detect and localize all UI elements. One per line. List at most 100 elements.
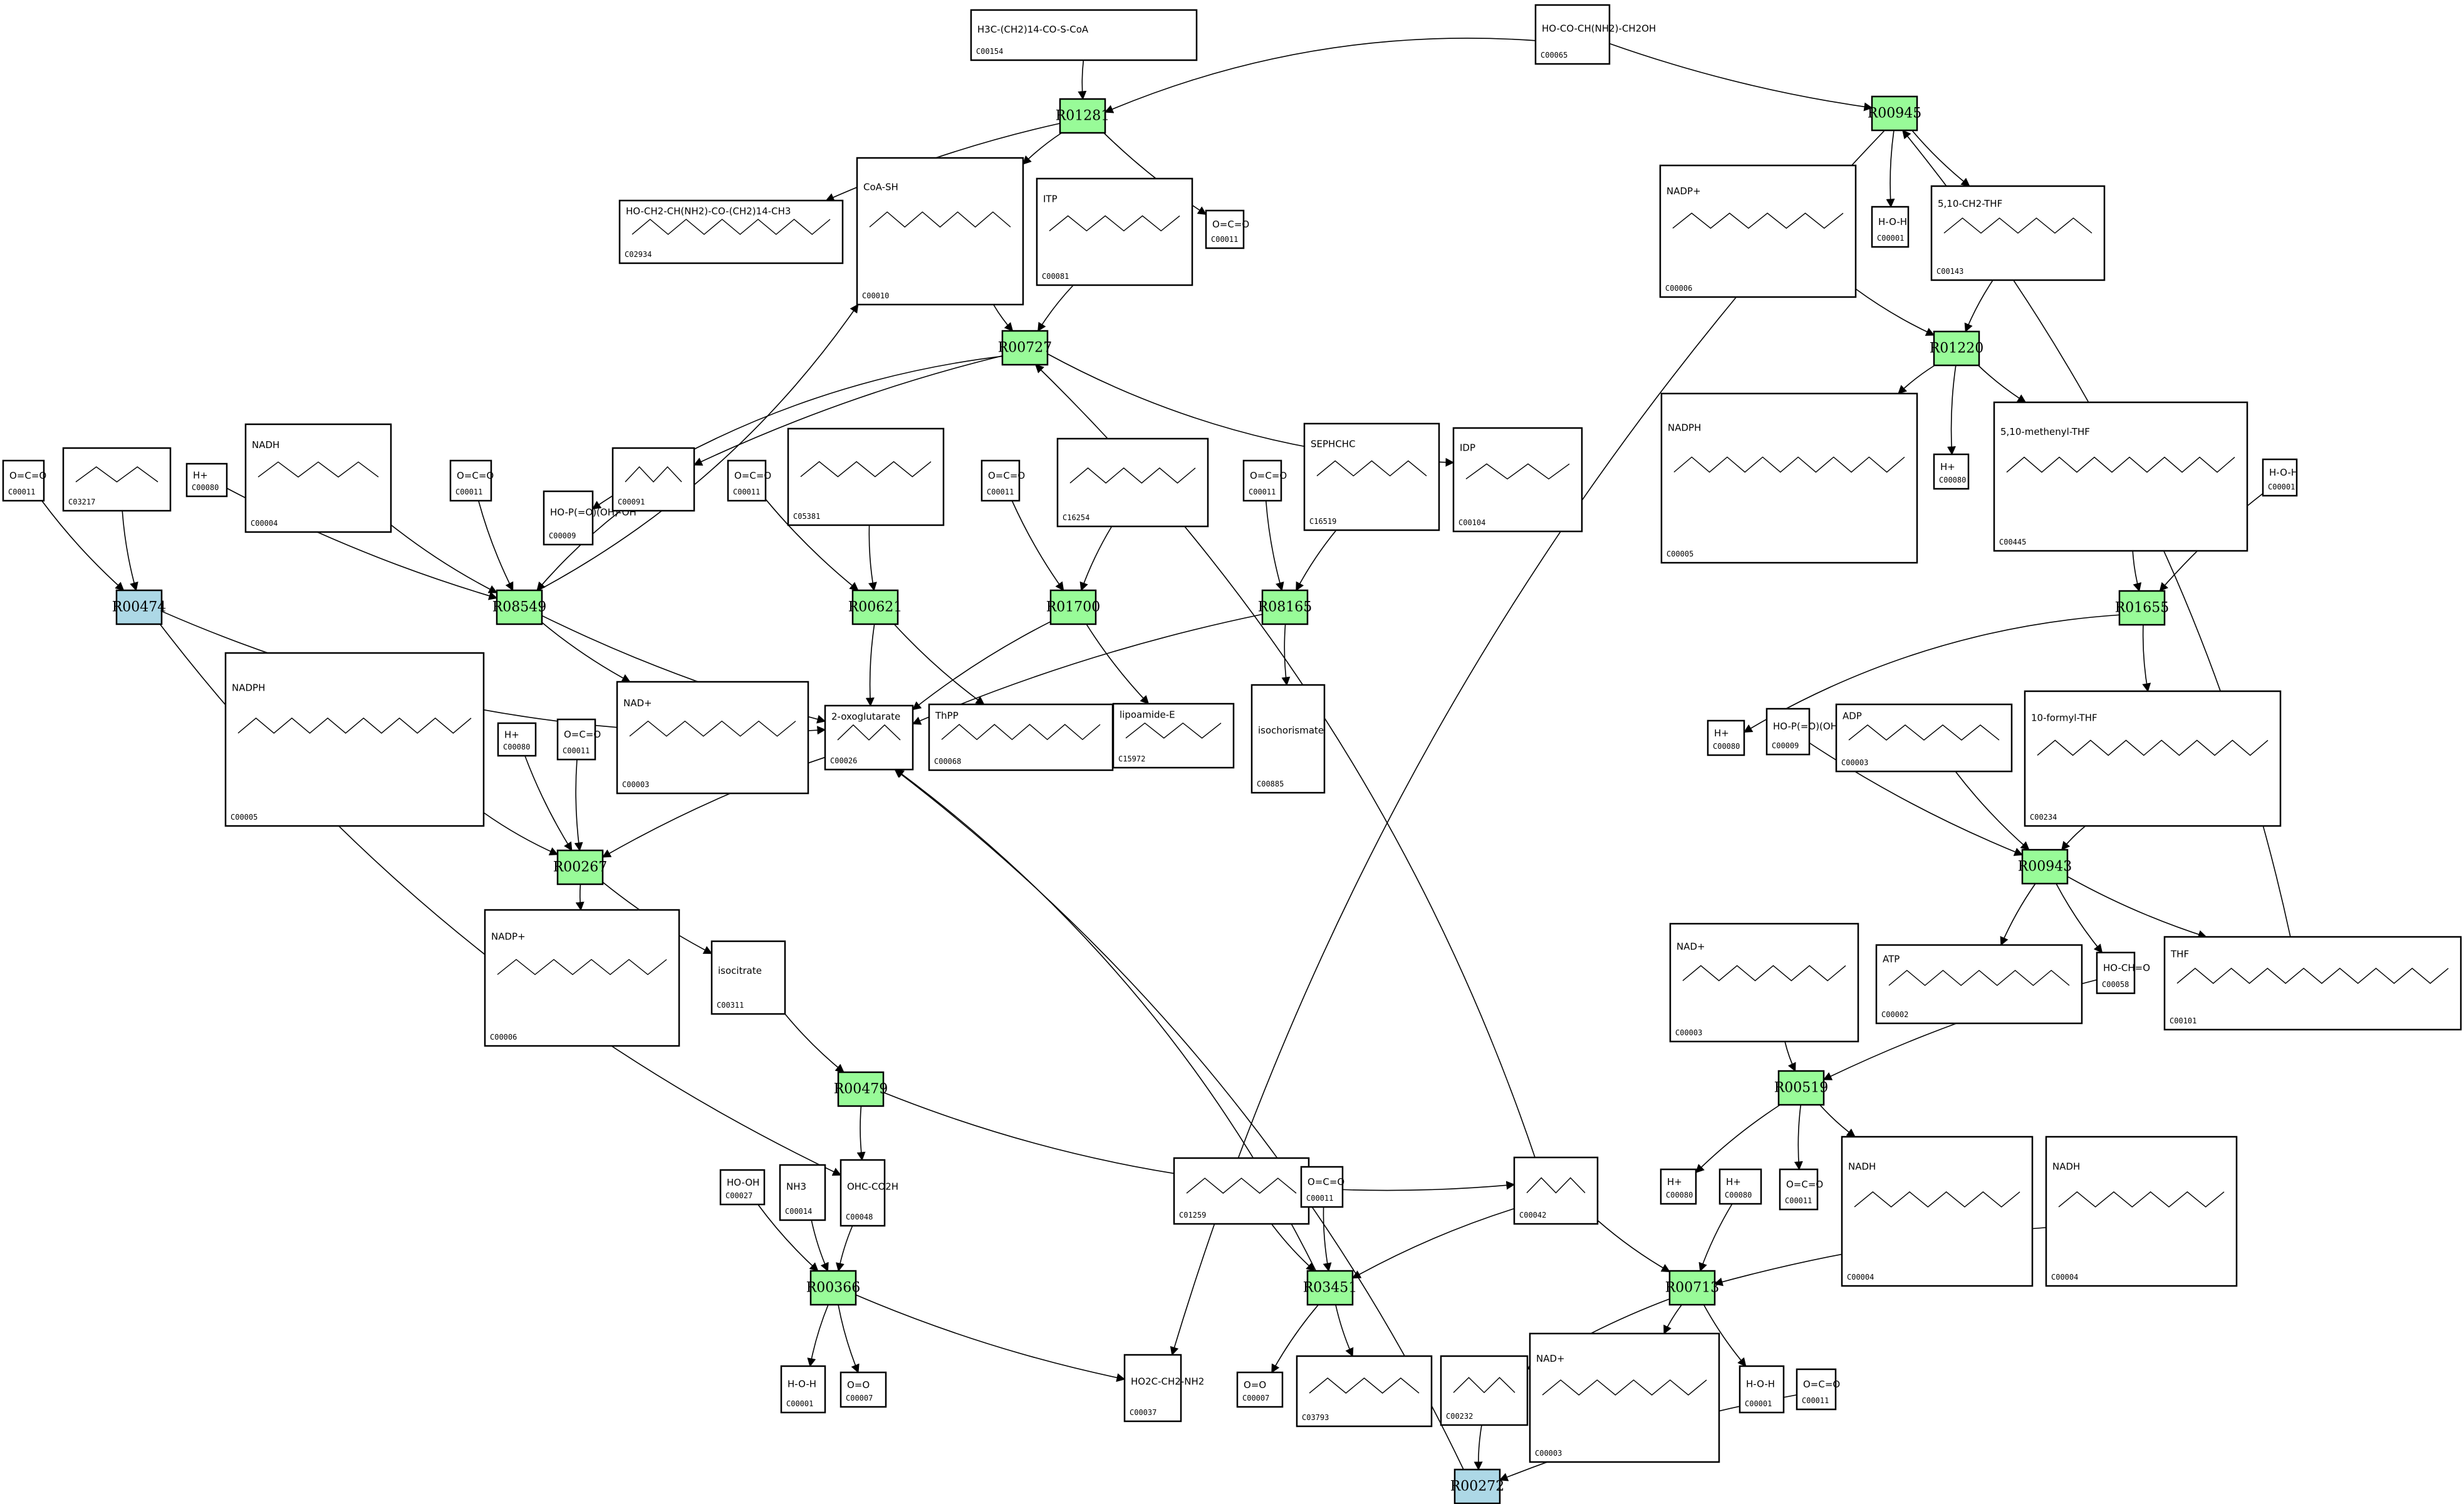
compound-id-label: C00011 — [563, 746, 590, 755]
reaction-node-r01220[interactable]: R01220 — [1930, 330, 1984, 367]
compound-node-c03217[interactable]: C03217 — [62, 447, 172, 512]
compound-formula: NADP+ — [491, 931, 526, 943]
edge-c16519-to-R08165 — [1296, 530, 1337, 592]
reaction-node-r00479[interactable]: R00479 — [834, 1071, 888, 1107]
reaction-node-r00727[interactable]: R00727 — [998, 330, 1053, 366]
reaction-node-r00272[interactable]: R00272 — [1450, 1468, 1505, 1504]
reaction-node-r08549[interactable]: R08549 — [492, 589, 547, 625]
reaction-node-r00945[interactable]: R00945 — [1868, 95, 1922, 132]
compound-node-c00080[interactable]: H+C00080 — [1718, 1168, 1762, 1205]
edge-R03451-to-c03793 — [1335, 1304, 1354, 1357]
compound-node-c03793[interactable]: C03793 — [1296, 1355, 1433, 1428]
edge-c00027-to-R00366 — [757, 1204, 819, 1272]
reaction-node-r00366[interactable]: R00366 — [806, 1270, 861, 1306]
compound-id-label: C00037 — [1130, 1408, 1157, 1417]
edge-c00011d-to-R00621 — [765, 499, 859, 591]
reaction-node-r03451[interactable]: R03451 — [1303, 1270, 1358, 1306]
structure-icon — [1069, 467, 1196, 484]
reaction-node-r00474[interactable]: R00474 — [112, 589, 167, 625]
reaction-node-r00519[interactable]: R00519 — [1774, 1070, 1829, 1106]
reaction-node-r00943[interactable]: R00943 — [2018, 849, 2072, 885]
compound-node-c00091[interactable]: C00091 — [611, 447, 695, 512]
reaction-node-r00713[interactable]: R00713 — [1665, 1270, 1720, 1306]
compound-node-c16254[interactable]: C16254 — [1056, 437, 1209, 528]
compound-formula: H+ — [193, 469, 208, 481]
reaction-node-r01700[interactable]: R01700 — [1046, 589, 1101, 625]
compound-node-c00006[interactable]: NADP+C00006 — [1659, 164, 1857, 298]
reaction-node-r00267[interactable]: R00267 — [553, 849, 608, 885]
edge-c00042-to-R00713 — [1597, 1219, 1671, 1273]
reaction-node-r00621[interactable]: R00621 — [848, 589, 903, 625]
compound-id-label: C00080 — [1713, 742, 1740, 751]
compound-node-c00080[interactable]: H+C00080 — [1660, 1168, 1697, 1205]
compound-id-label: C15972 — [1118, 755, 1145, 763]
edge-c00014-to-R00366 — [811, 1219, 829, 1272]
compound-formula: THF — [2170, 949, 2189, 960]
structure-icon — [869, 211, 1011, 228]
reaction-node-r01655[interactable]: R01655 — [2115, 590, 2170, 626]
compound-id-label: C00007 — [1242, 1394, 1269, 1402]
structure-icon — [257, 461, 379, 478]
reaction-node-r08165[interactable]: R08165 — [1258, 589, 1313, 625]
compound-node-c00042[interactable]: C00042 — [1513, 1156, 1599, 1225]
compound-node-c00006[interactable]: NADP+C00006 — [484, 909, 680, 1047]
compound-id-label: C02934 — [625, 250, 652, 259]
reaction-node-r01281[interactable]: R01281 — [1056, 98, 1110, 134]
compound-node-c01259[interactable]: C01259 — [1173, 1157, 1310, 1225]
compound-node-c00080[interactable]: H+C00080 — [1707, 719, 1745, 756]
compound-node-c05381[interactable]: C05381 — [787, 427, 945, 526]
compound-node-c00232[interactable]: C00232 — [1440, 1355, 1529, 1426]
compound-node-c00003[interactable]: NAD+C00003 — [616, 681, 809, 795]
compound-node-c00003[interactable]: NAD+C00003 — [1669, 922, 1859, 1043]
compound-node-c00080[interactable]: H+C00080 — [185, 462, 228, 498]
compound-node-c00003[interactable]: NAD+C00003 — [1529, 1332, 1720, 1463]
compound-node-c00080[interactable]: H+C00080 — [497, 722, 537, 757]
edge-R00727-to-c00091 — [693, 355, 1003, 466]
compound-node-c00080[interactable]: H+C00080 — [1933, 453, 1970, 490]
